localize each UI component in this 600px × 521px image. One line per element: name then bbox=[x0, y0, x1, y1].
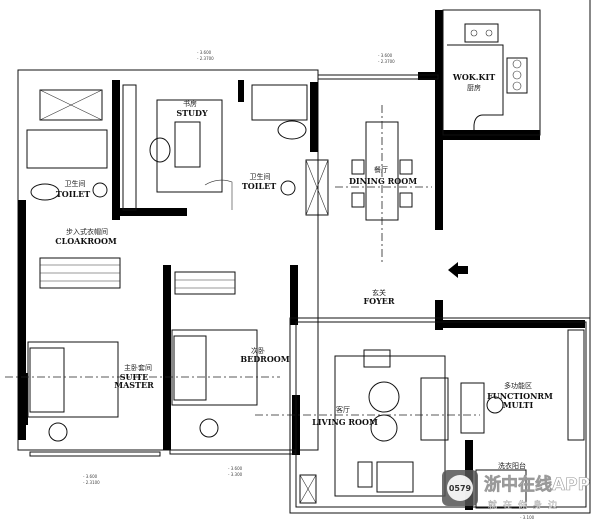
toilet-right-label-cn: 卫生间 bbox=[250, 172, 271, 181]
fixtures bbox=[5, 23, 585, 509]
dim-bottom-mid-2: - 3.300 bbox=[228, 472, 243, 477]
walls bbox=[17, 0, 591, 514]
toilet-icon bbox=[30, 183, 60, 201]
dim-top-left-2: - 2.3700 bbox=[197, 56, 214, 61]
bedroom-label: BEDROOM bbox=[240, 354, 289, 364]
living-label-cn: 客厅 bbox=[336, 405, 350, 414]
toilet-left-label: TOILET bbox=[56, 189, 90, 199]
sink-icon bbox=[280, 180, 296, 196]
bedroom-label-cn: 次卧 bbox=[251, 346, 265, 355]
watermark-subtitle: 就在你身边 bbox=[488, 499, 563, 511]
dining-label: DINING ROOM bbox=[349, 176, 417, 186]
function-label: FUNCTIONRM bbox=[487, 391, 553, 401]
dim-top-right-1: - 3.600 bbox=[378, 53, 393, 58]
watermark-title: 浙中在线APP bbox=[484, 474, 590, 495]
watermark: 0579 浙中在线APP 就在你身边 bbox=[442, 470, 590, 511]
toilet-right-label: TOILET bbox=[242, 181, 276, 191]
dim-bottom-mid-1: - 3.600 bbox=[228, 466, 243, 471]
sink-icon bbox=[92, 182, 108, 198]
toilet-icon bbox=[277, 120, 307, 140]
dim-bottom-right: - 3.100 bbox=[520, 515, 535, 520]
entry-arrow-icon bbox=[448, 262, 468, 278]
function-label-multi: MULTI bbox=[503, 400, 534, 410]
study-label-cn: 书房 bbox=[183, 99, 197, 108]
bed-master bbox=[27, 341, 119, 418]
watermark-logo-text: 0579 bbox=[449, 484, 472, 493]
bed-second bbox=[171, 329, 258, 406]
master-label-master: MASTER bbox=[114, 380, 154, 390]
dining-label-cn: 餐厅 bbox=[374, 165, 388, 174]
toilet-left-label-cn: 卫生间 bbox=[65, 179, 86, 188]
dim-top-left-1: - 3.600 bbox=[197, 50, 212, 55]
sofa bbox=[420, 377, 449, 441]
desk bbox=[174, 121, 201, 168]
master-label-cn: 主卧套间 bbox=[124, 363, 152, 372]
laundry-label-cn: 洗衣阳台 bbox=[498, 461, 526, 470]
kitchen-sink-icon bbox=[464, 23, 499, 43]
function-label-cn: 多功能区 bbox=[504, 381, 532, 390]
master-label-suite: SUITE bbox=[120, 372, 149, 382]
chair-icon bbox=[149, 137, 171, 163]
cloakroom-label: CLOAKROOM bbox=[55, 236, 117, 246]
dim-bottom-left-2: - 2.3100 bbox=[83, 480, 100, 485]
dim-top-right-2: - 2.3700 bbox=[378, 59, 395, 64]
dim-bottom-left-1: - 3.600 bbox=[83, 474, 98, 479]
study-label: STUDY bbox=[176, 108, 208, 118]
foyer-label-cn: 玄关 bbox=[372, 288, 386, 297]
stove-icon bbox=[506, 57, 528, 94]
kitchen-label: WOK.KIT bbox=[452, 72, 495, 82]
living-label: LIVING ROOM bbox=[312, 417, 378, 427]
kitchen-label-cn: 厨房 bbox=[467, 83, 481, 92]
cloakroom-label-cn: 步入式衣帽间 bbox=[66, 227, 108, 236]
foyer-label: FOYER bbox=[363, 296, 394, 306]
